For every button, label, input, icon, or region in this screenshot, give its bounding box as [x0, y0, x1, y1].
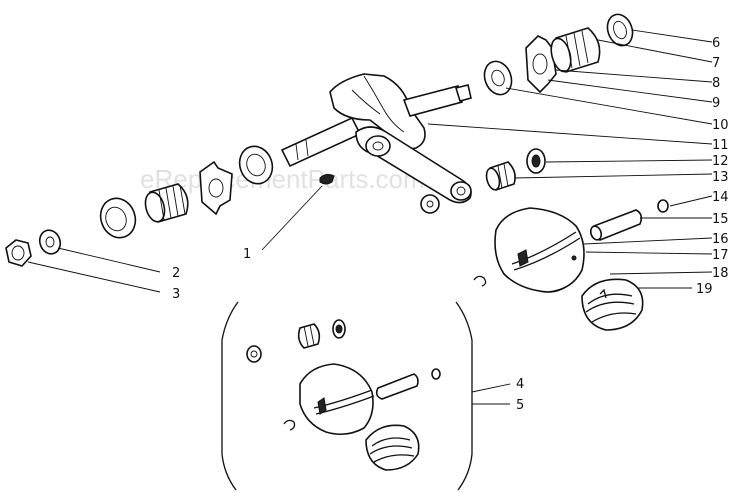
- watermark-text: eReplacementParts.com: [140, 164, 425, 194]
- inset-washer-2[interactable]: [332, 319, 346, 339]
- part-shim-right[interactable]: [525, 35, 557, 94]
- part-seal-left[interactable]: [95, 193, 141, 242]
- callout-12: 12: [712, 154, 729, 169]
- part-bearing-left[interactable]: [142, 183, 189, 224]
- inset-washer[interactable]: [246, 345, 262, 363]
- part-nut[interactable]: [5, 239, 32, 267]
- part-needle-bearing[interactable]: [484, 161, 516, 191]
- part-seal-right[interactable]: [603, 11, 636, 49]
- callout-6: 6: [712, 36, 720, 51]
- callout-16: 16: [712, 232, 729, 247]
- callout-10: 10: [712, 118, 729, 133]
- part-circlip-14[interactable]: [657, 199, 669, 213]
- callout-5: 5: [516, 398, 524, 413]
- callout-17: 17: [712, 248, 729, 263]
- part-washer-12[interactable]: [526, 148, 546, 174]
- leader-lines: [27, 29, 713, 405]
- part-thrust-washer-right[interactable]: [480, 58, 516, 99]
- part-washer-rod[interactable]: [420, 194, 440, 214]
- callout-14: 14: [712, 190, 729, 205]
- part-key[interactable]: [319, 173, 335, 185]
- inset-piston[interactable]: [299, 363, 375, 436]
- callout-4: 4: [516, 377, 524, 392]
- callout-numbers: 1 2 3 4 5 6 7 8 9 10 11 12 13 14 15 16 1…: [172, 36, 729, 413]
- callout-15: 15: [712, 212, 729, 227]
- callout-13: 13: [712, 170, 729, 185]
- callout-9: 9: [712, 96, 720, 111]
- part-circlip-left[interactable]: [473, 275, 487, 287]
- callout-7: 7: [712, 56, 720, 71]
- callout-2: 2: [172, 266, 180, 281]
- inset-circlip-left[interactable]: [283, 419, 296, 431]
- inset-circlip[interactable]: [431, 368, 441, 380]
- callout-11: 11: [712, 138, 729, 153]
- part-shim-left[interactable]: [199, 160, 233, 216]
- part-washer-small[interactable]: [36, 227, 63, 256]
- inset-frame: [221, 301, 473, 491]
- callout-8: 8: [712, 76, 720, 91]
- inset-piston-rings[interactable]: [365, 424, 420, 471]
- part-piston-pin[interactable]: [589, 209, 643, 241]
- part-piston-rings[interactable]: [581, 278, 644, 331]
- inset-needle-bearing[interactable]: [297, 323, 321, 349]
- part-piston[interactable]: [494, 207, 585, 293]
- part-crankshaft[interactable]: [280, 73, 472, 204]
- callout-19: 19: [696, 282, 713, 297]
- callout-1: 1: [243, 247, 251, 262]
- part-thrust-washer-left[interactable]: [234, 142, 277, 189]
- callout-3: 3: [172, 287, 180, 302]
- inset-piston-pin[interactable]: [375, 373, 419, 400]
- part-bearing-right[interactable]: [548, 27, 601, 74]
- callout-18: 18: [712, 266, 729, 281]
